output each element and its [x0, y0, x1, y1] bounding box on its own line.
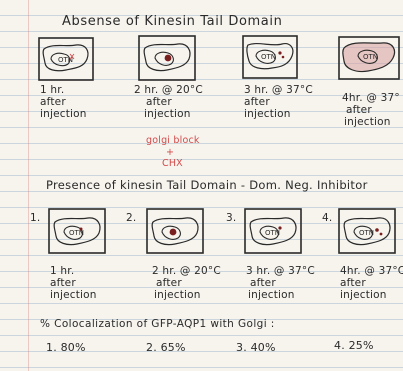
absence-caption-4c: injection	[344, 116, 391, 128]
colocalization-title: % Colocalization of GFP-AQP1 with Golgi …	[40, 318, 275, 330]
presence-index-2: 2.	[126, 212, 136, 224]
section-absence-title: Absense of Kinesin Tail Domain	[62, 14, 282, 29]
cell-diagram	[146, 208, 204, 254]
nucleus-label: OTN	[265, 229, 280, 237]
presence-caption-1b: after	[50, 277, 76, 289]
presence-caption-3b: after	[250, 277, 276, 289]
presence-caption-1c: injection	[50, 289, 97, 301]
presence-panel-4: OTN	[338, 208, 396, 254]
absence-caption-4b: after	[346, 104, 372, 116]
presence-caption-2a: 2 hr. @ 20°C	[152, 265, 221, 277]
presence-caption-3a: 3 hr. @ 37°C	[246, 265, 315, 277]
cell-diagram: OTN	[48, 208, 106, 254]
absence-panel-2	[138, 35, 196, 81]
absence-caption-3b: after	[244, 96, 270, 108]
nucleus-label: OTN	[58, 56, 73, 64]
absence-caption-2c: injection	[144, 108, 191, 120]
nucleus-label: OTN	[261, 53, 276, 61]
absence-caption-1b: after	[40, 96, 66, 108]
absence-caption-4a: 4hr. @ 37°	[342, 92, 400, 104]
cell-diagram: OTN	[338, 208, 396, 254]
presence-caption-1a: 1 hr.	[50, 265, 74, 277]
presence-index-1: 1.	[30, 212, 40, 224]
colocalization-item-2: 2. 65%	[146, 341, 186, 354]
presence-caption-4c: injection	[340, 289, 387, 301]
margin-line	[28, 0, 29, 371]
cell-diagram: OTN	[38, 37, 94, 81]
golgi-chx: CHX	[162, 158, 183, 170]
colocalization-item-1: 1. 80%	[46, 341, 86, 354]
colocalization-item-3: 3. 40%	[236, 341, 276, 354]
cell-diagram: OTN	[244, 208, 302, 254]
nucleus-label: OTN	[359, 229, 374, 237]
cell-diagram	[138, 35, 196, 81]
absence-caption-1c: injection	[40, 108, 87, 120]
presence-caption-4b: after	[340, 277, 366, 289]
golgi-block-note: golgi block	[146, 135, 200, 147]
nucleus-label: OTN	[363, 53, 378, 61]
absence-caption-2a: 2 hr. @ 20°C	[134, 84, 203, 96]
presence-panel-3: OTN	[244, 208, 302, 254]
presence-index-4: 4.	[322, 212, 332, 224]
colocalization-item-4: 4. 25%	[334, 339, 374, 352]
presence-caption-2c: injection	[154, 289, 201, 301]
absence-caption-1a: 1 hr.	[40, 84, 64, 96]
presence-panel-1: OTN	[48, 208, 106, 254]
absence-caption-3c: injection	[244, 108, 291, 120]
absence-panel-1: OTN	[38, 37, 94, 81]
absence-caption-3a: 3 hr. @ 37°C	[244, 84, 313, 96]
presence-caption-2b: after	[156, 277, 182, 289]
absence-panel-3: OTN	[242, 35, 298, 79]
absence-panel-4: OTN	[338, 36, 400, 80]
absence-caption-2b: after	[146, 96, 172, 108]
presence-caption-3c: injection	[248, 289, 295, 301]
presence-panel-2	[146, 208, 204, 254]
presence-index-3: 3.	[226, 212, 236, 224]
cell-diagram: OTN	[338, 36, 400, 80]
presence-caption-4a: 4hr. @ 37°C	[340, 265, 403, 277]
cell-diagram: OTN	[242, 35, 298, 79]
section-presence-title: Presence of kinesin Tail Domain - Dom. N…	[46, 178, 368, 192]
